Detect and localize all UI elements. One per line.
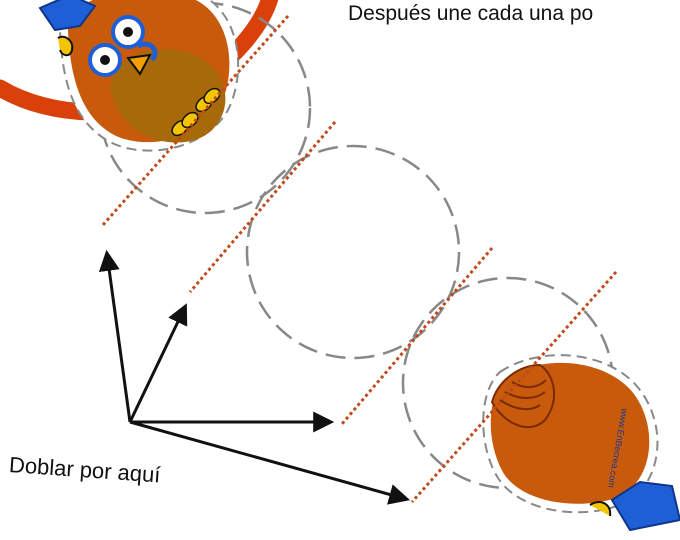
arrow-icon	[98, 249, 132, 423]
arrow-icon	[129, 420, 411, 505]
fold-line-1	[100, 15, 290, 227]
fold-line-2	[188, 121, 337, 293]
dashed-circle-2	[245, 144, 461, 360]
arrows	[98, 249, 411, 505]
instruction-text: Después une cada una po	[348, 2, 594, 25]
fold-lines	[100, 15, 618, 503]
arrow-icon	[128, 303, 188, 423]
fold-line-3	[340, 247, 494, 425]
owl-tail-icon: www.EnBecrea.com	[482, 354, 680, 532]
owl-head-icon	[38, 0, 240, 152]
